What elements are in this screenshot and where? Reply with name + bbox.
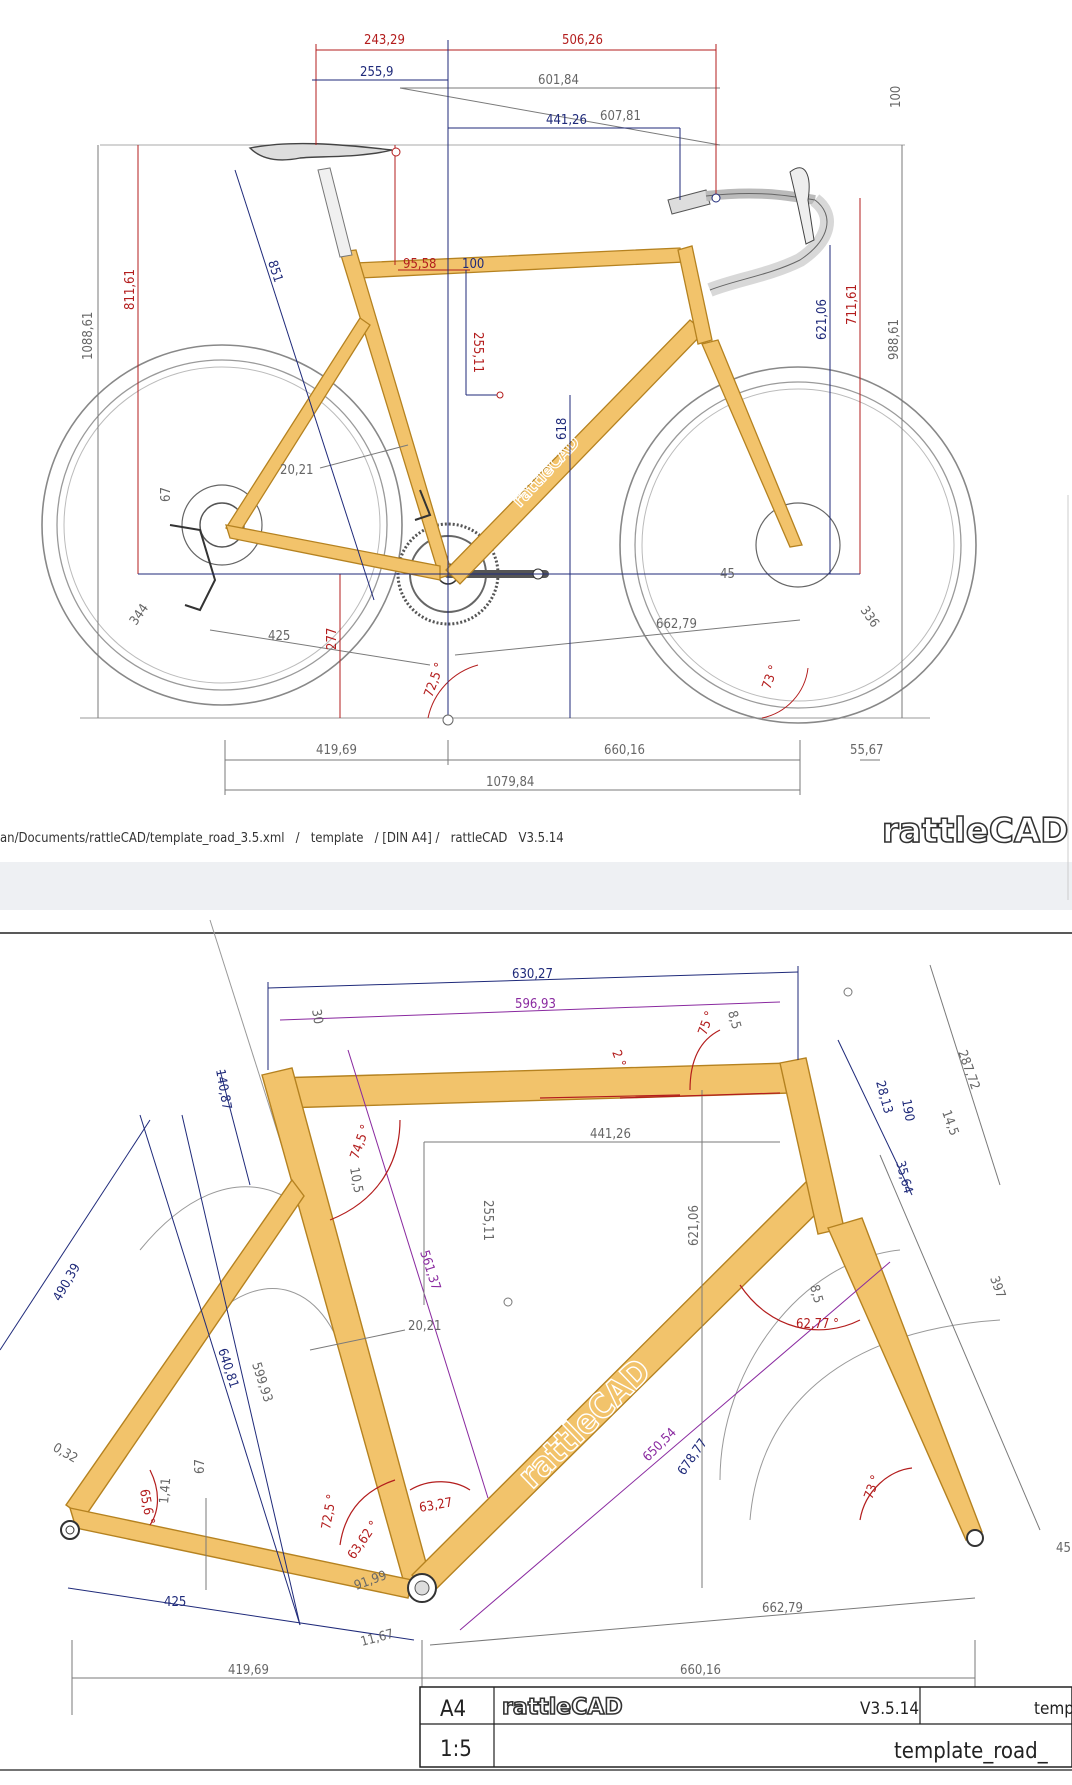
dim-62-77-deg: 62,77 ° [796, 1317, 839, 1332]
dim-425: 425 [268, 629, 290, 644]
dim-397: 397 [986, 1274, 1008, 1300]
title-format: A4 [440, 1697, 466, 1722]
dim-67-bottom: 67 [193, 1459, 208, 1474]
dim-255-11-bottom: 255,11 [480, 1200, 495, 1241]
title-logo: rattleCAD [502, 1695, 623, 1720]
dim-621-06-bottom: 621,06 [687, 1205, 702, 1246]
top-bike-drawing: rattleCAD [41, 33, 977, 795]
dim-660-16-bottom: 660,16 [680, 1663, 721, 1678]
file-path-label: an/Documents/rattleCAD/template_road_3.5… [0, 831, 564, 846]
dim-618: 618 [555, 418, 570, 440]
dim-0-32: 0,32 [50, 1440, 80, 1466]
dim-419-69-bottom: 419,69 [228, 1663, 269, 1678]
dim-100-right: 100 [889, 86, 904, 108]
dim-336: 336 [857, 604, 882, 631]
dim-72-5-deg: 72,5 ° [422, 661, 448, 700]
dim-277: 277 [325, 628, 340, 650]
dim-11-67: 11,67 [359, 1627, 395, 1650]
dim-100-top: 100 [462, 257, 484, 272]
dim-8-5-mid: 8,5 [806, 1283, 825, 1305]
dim-630-27: 630,27 [512, 967, 553, 982]
dim-851: 851 [264, 259, 285, 285]
title-template: temp [1034, 1699, 1072, 1719]
dim-55-67: 55,67 [850, 743, 883, 758]
dim-662-79-bottom: 662,79 [762, 1601, 803, 1616]
dim-425-bottom: 425 [164, 1595, 186, 1610]
separator-band [0, 862, 1072, 910]
dim-8-5-top: 8,5 [724, 1009, 743, 1031]
dim-1079-84: 1079,84 [486, 775, 534, 790]
title-version: V3.5.14 [860, 1699, 919, 1719]
dim-2-deg: 2 ° [608, 1048, 628, 1069]
dim-45: 45 [720, 567, 735, 582]
dim-63-62-deg: 63,62 ° [345, 1518, 382, 1562]
dim-490-39: 490,39 [50, 1261, 83, 1304]
dim-20-21: 20,21 [280, 463, 313, 478]
dim-28-13: 28,13 [872, 1079, 895, 1115]
bottom-frame-watermark: rattleCAD [510, 1351, 658, 1496]
dim-72-5-deg-bottom: 72,5 ° [319, 1493, 340, 1531]
dim-441-26: 441,26 [546, 113, 587, 128]
title-filename: template_road_ [894, 1739, 1049, 1764]
dim-255-11: 255,11 [470, 332, 485, 373]
dim-95-58: 95,58 [403, 257, 436, 272]
dim-190: 190 [898, 1098, 917, 1123]
dim-35-64: 35,64 [892, 1159, 915, 1195]
dim-344: 344 [127, 601, 152, 628]
dim-678-77: 678,77 [675, 1436, 711, 1478]
top-frame [225, 245, 803, 585]
dim-621-06: 621,06 [815, 299, 830, 340]
dim-140-87: 140,87 [212, 1068, 234, 1111]
dim-607-81: 607,81 [600, 109, 641, 124]
dim-73-deg: 73 ° [760, 663, 782, 691]
dim-73-deg-bottom: 73 ° [862, 1473, 884, 1501]
top-frame-watermark: rattleCAD [508, 432, 584, 511]
dim-287-72: 287,72 [954, 1048, 982, 1092]
dim-441-26-bottom: 441,26 [590, 1127, 631, 1142]
dim-20-21-bottom: 20,21 [408, 1319, 441, 1334]
dim-506-26: 506,26 [562, 33, 603, 48]
dim-988-61: 988,61 [887, 319, 902, 360]
dim-45-bottom: 45 [1056, 1541, 1071, 1556]
dim-561-37: 561,37 [416, 1249, 443, 1293]
bottom-frame-drawing: rattleCAD [0, 919, 1071, 1715]
dim-10-5: 10,5 [346, 1166, 365, 1194]
dim-599-93: 599,93 [248, 1361, 275, 1405]
dim-660-16: 660,16 [604, 743, 645, 758]
dim-1088-61: 1088,61 [81, 312, 96, 360]
rear-wheel [41, 344, 403, 706]
dim-74-5-deg: 74,5 ° [348, 1123, 374, 1162]
front-wheel [619, 366, 977, 724]
title-scale: 1:5 [440, 1737, 472, 1762]
rattlecad-logo-top: rattleCAD [882, 811, 1068, 851]
dim-14-5: 14,5 [938, 1108, 961, 1138]
dim-63-27: 63,27 [418, 1495, 454, 1516]
dim-255-9: 255,9 [360, 65, 393, 80]
dim-596-93: 596,93 [515, 997, 556, 1012]
dim-711-61: 711,61 [845, 284, 860, 325]
title-block: A4 rattleCAD V3.5.14 temp 1:5 template_r… [0, 1686, 1072, 1771]
dim-419-69: 419,69 [316, 743, 357, 758]
dim-243-29: 243,29 [364, 33, 405, 48]
dim-65-6-deg: 65,6 ° [136, 1488, 157, 1526]
dim-30: 30 [308, 1008, 325, 1025]
dim-1-41: 1,41 [157, 1477, 174, 1504]
dim-662-79: 662,79 [656, 617, 697, 632]
dim-601-84: 601,84 [538, 73, 579, 88]
dim-811-61: 811,61 [123, 269, 138, 310]
dim-67: 67 [159, 487, 174, 502]
